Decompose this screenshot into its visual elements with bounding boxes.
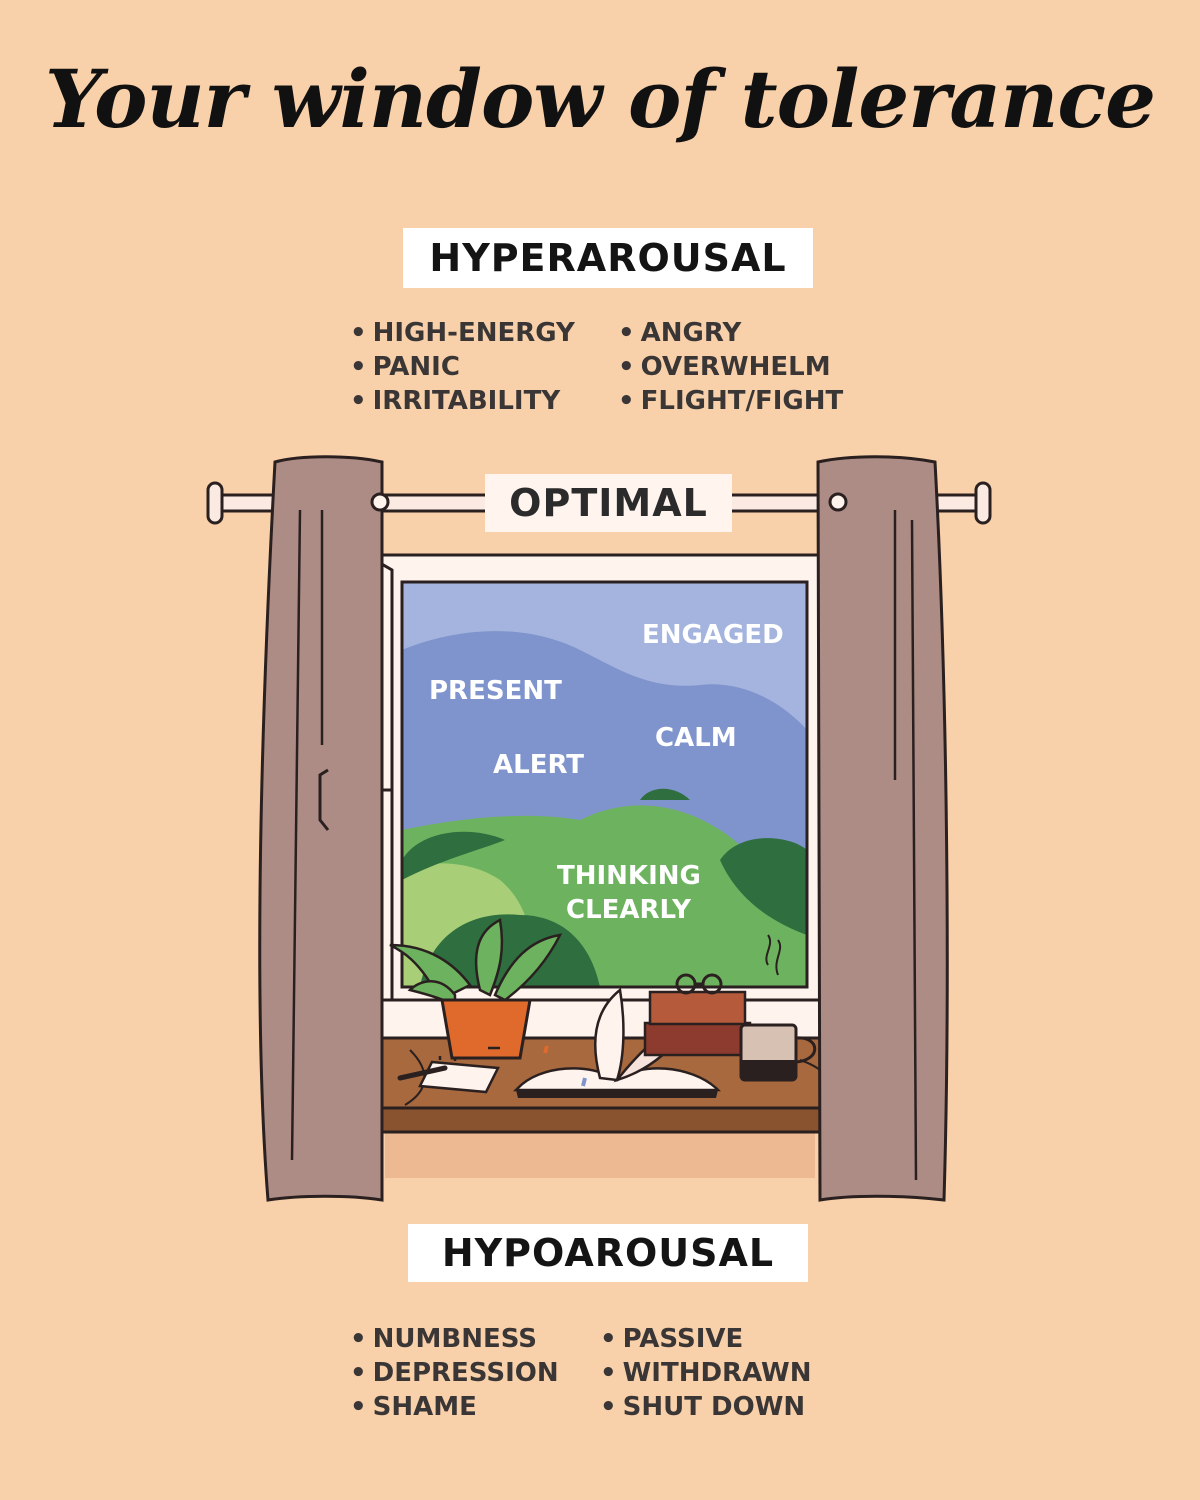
page-title: Your window of tolerance: [44, 52, 1156, 146]
state-clearly: CLEARLY: [566, 895, 692, 925]
state-thinking: THINKING: [557, 861, 701, 891]
state-calm: CALM: [655, 723, 737, 753]
hypoarousal-label: HYPOAROUSAL: [408, 1224, 808, 1282]
list-item: PASSIVE: [600, 1322, 811, 1356]
list-item: ANGRY: [618, 316, 843, 350]
glasses-icon: [675, 973, 723, 995]
state-alert: ALERT: [493, 750, 584, 780]
list-item: HIGH-ENERGY: [350, 316, 575, 350]
list-item: WITHDRAWN: [600, 1356, 812, 1390]
right-curtain-icon: [816, 455, 949, 1202]
stacked-books-icon: [643, 990, 752, 1057]
list-item: PANIC: [350, 350, 575, 384]
plant-pot-icon: [389, 918, 563, 1060]
list-item: DEPRESSION: [350, 1356, 559, 1390]
list-item: FLIGHT/FIGHT: [618, 384, 844, 418]
list-item: OVERWHELM: [618, 350, 843, 384]
optimal-label: OPTIMAL: [485, 474, 732, 532]
hyperarousal-label: HYPERAROUSAL: [403, 228, 813, 288]
hypoarousal-list-right: PASSIVE WITHDRAWN SHUT DOWN: [600, 1322, 812, 1424]
list-item: SHUT DOWN: [600, 1390, 811, 1424]
window-view: [400, 580, 809, 989]
coffee-mug-icon: [739, 934, 817, 1082]
left-curtain-icon: [258, 455, 390, 1202]
list-item: SHAME: [350, 1390, 559, 1424]
list-item: NUMBNESS: [350, 1322, 559, 1356]
hyperarousal-list-left: HIGH-ENERGY PANIC IRRITABILITY: [350, 316, 575, 418]
notepad-icon: [397, 1056, 500, 1094]
list-item: IRRITABILITY: [350, 384, 575, 418]
shelf-shadow: [385, 1130, 815, 1178]
state-engaged: ENGAGED: [642, 620, 784, 650]
hyperarousal-list-right: ANGRY OVERWHELM FLIGHT/FIGHT: [618, 316, 844, 418]
state-present: PRESENT: [429, 676, 562, 706]
hypoarousal-list-left: NUMBNESS DEPRESSION SHAME: [350, 1322, 559, 1424]
